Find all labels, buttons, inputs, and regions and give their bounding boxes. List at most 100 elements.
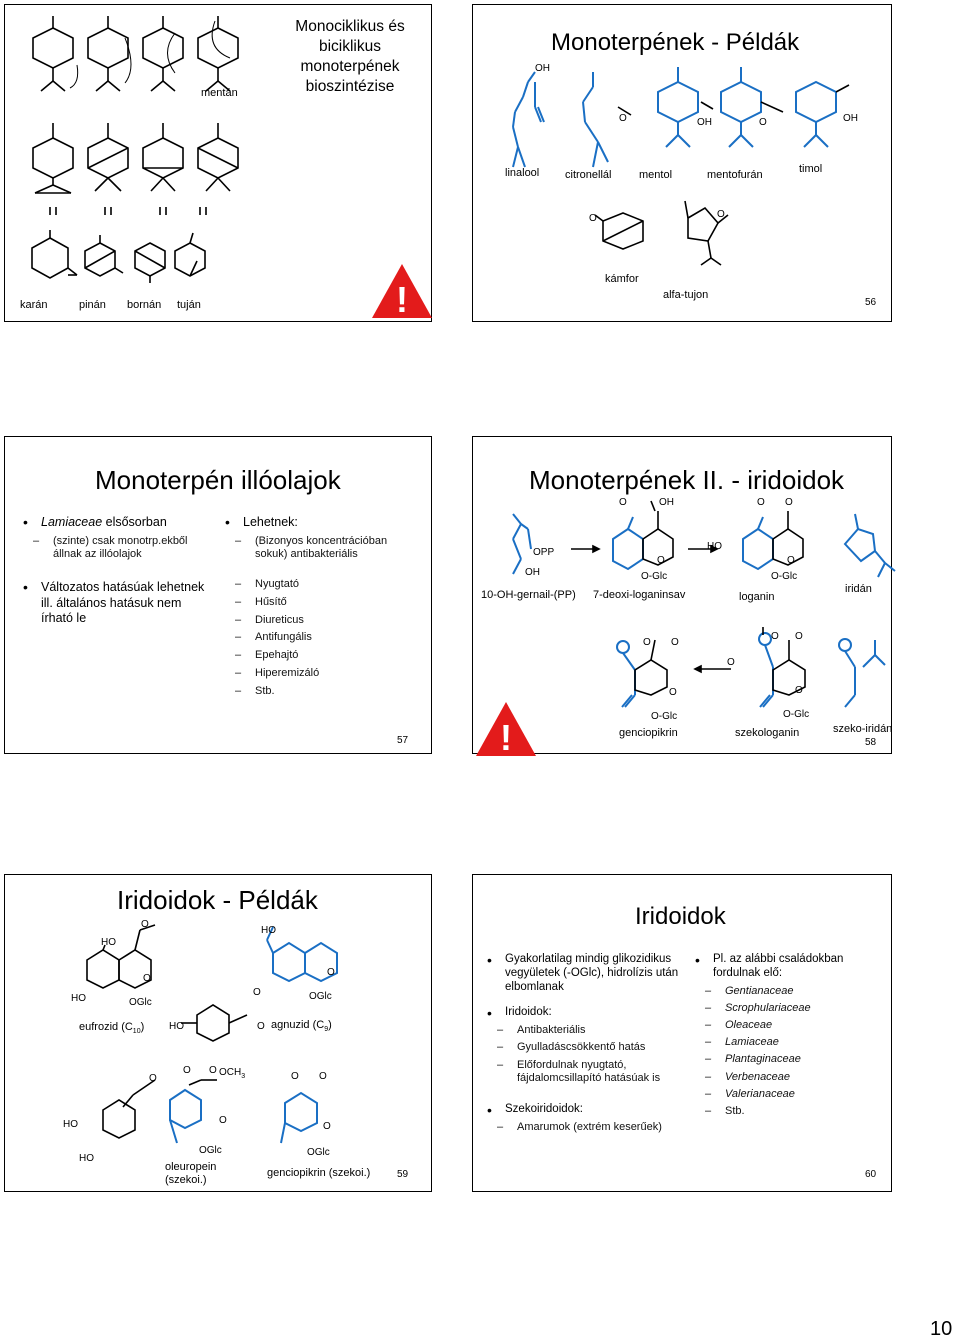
label-mentol: mentol — [639, 169, 673, 181]
atom-o-ring-eufrozid: O — [143, 973, 151, 984]
atom-oglc-genciopikrin: O-Glc — [651, 711, 678, 722]
family-plantaginaceae: Plantaginaceae — [703, 1053, 880, 1066]
biosynthesis-bottom-row — [31, 230, 206, 283]
biosynthesis-top-row — [32, 16, 239, 92]
atom-o-ring-szeko: O — [795, 685, 803, 696]
atom-o2-oleuropein: O — [183, 1065, 191, 1076]
sub-diureticus: Diureticus — [233, 614, 420, 628]
sub-nyugtato: Nyugtató — [233, 578, 420, 592]
sub-hiperemizalo: Hiperemizáló — [233, 667, 420, 681]
family-valerianaceae: Valerianaceae — [703, 1088, 880, 1101]
atom-o1-genciopikrin: O — [643, 637, 651, 648]
family-stb: Stb. — [703, 1105, 880, 1118]
label-gernail: 10-OH-gernail-(PP) — [481, 589, 576, 601]
sub-husito: Hűsítő — [233, 596, 420, 610]
label-eufrozid: eufrozid (C10) — [79, 1021, 145, 1036]
sub-amarumok: Amarumok (extrém keserűek) — [495, 1121, 687, 1134]
sub-epehajto: Epehajtó — [233, 649, 420, 663]
atom-ho-eufrozid-1: HO — [101, 937, 116, 948]
atom-oh-deoxi: OH — [659, 497, 674, 508]
label-bornan: bornán — [127, 299, 162, 311]
example-structures — [512, 67, 850, 168]
document-page-number: 10 — [930, 1318, 953, 1340]
atom-oglc-eufrozid: OGlc — [129, 997, 152, 1008]
label-loganin: loganin — [739, 591, 775, 603]
sub-antifungalis: Antifungális — [233, 631, 420, 645]
atom-o-ring-oleuropein: O — [219, 1115, 227, 1126]
bullet-valtozatos: Változatos hatásúak lehetnek ill. általá… — [23, 579, 208, 627]
label-kamfor: kámfor — [605, 273, 639, 285]
atom-oh-timol: OH — [843, 113, 858, 124]
slide-57-right-list: Lehetnek: (Bizonyos koncentrációban soku… — [225, 514, 420, 702]
page-number-60: 60 — [865, 1169, 877, 1180]
slide-60-left-list: Gyakorlatilag mindig glikozidikus vegyül… — [487, 952, 687, 1138]
slide-56-right-title: Monoterpének - Példák — [551, 29, 800, 56]
atom-oglc-agnuzid: OGlc — [309, 991, 332, 1002]
slide-59: Iridoidok - Példák HO HO O O OGlc eufroz… — [4, 874, 432, 1192]
bullet-gyakorlatilag: Gyakorlatilag mindig glikozidikus vegyül… — [487, 952, 687, 994]
slide-57-title: Monoterpén illóolajok — [95, 465, 341, 495]
page-number-57: 57 — [397, 735, 409, 746]
slide-60-right-list: Pl. az alábbi családokban fordulnak elő:… — [695, 952, 880, 1122]
slide-56-title: Monociklikus és biciklikus monoterpének … — [295, 18, 405, 96]
label-iridan: iridán — [845, 583, 872, 595]
sub-bizonyos: (Bizonyos koncentrációban sokuk) antibak… — [233, 535, 420, 563]
atom-o-mentofuran: O — [759, 117, 767, 128]
label-pinan: pinán — [79, 299, 106, 311]
label-alfatujon: alfa-tujon — [663, 289, 709, 301]
slide-56-left: Monociklikus és biciklikus monoterpének … — [4, 4, 432, 322]
atom-o-ring-loganin: O — [787, 555, 795, 566]
page-number-56: 56 — [865, 297, 877, 308]
iridoid-pathway-top — [512, 500, 896, 578]
atom-oh-gernail: OH — [525, 567, 540, 578]
bullet-lehetnek: Lehetnek: — [225, 514, 420, 531]
kamfor-tujon-structures — [594, 200, 729, 266]
bullet-csaladok: Pl. az alábbi családokban fordulnak elő: — [695, 952, 880, 981]
atom-o-oleuropein: O — [149, 1073, 157, 1084]
slide-60: Iridoidok Gyakorlatilag mindig glikozidi… — [472, 874, 892, 1192]
label-tujan: tuján — [177, 299, 201, 311]
family-oleaceae: Oleaceae — [703, 1019, 880, 1032]
atom-oglc-genciopikrin-59: OGlc — [307, 1147, 330, 1158]
atom-oglc-loganin: O-Glc — [771, 571, 798, 582]
label-deoxi: 7-deoxi-loganinsav — [593, 589, 686, 601]
atom-o-tujon: O — [717, 209, 725, 220]
sub-antibakterialis: Antibakteriális — [495, 1024, 687, 1037]
svg-text:!: ! — [500, 717, 512, 758]
atom-ho-benzoyl: HO — [169, 1021, 184, 1032]
bullet-szekoiridoidok: Szekoiridoidok: — [487, 1102, 687, 1119]
label-mentofuran: mentofurán — [707, 169, 763, 181]
atom-oglc-oleuropein: OGlc — [199, 1145, 222, 1156]
slide-56-right: Monoterpének - Példák OH O OH O OH linal… — [472, 4, 892, 322]
sub-szinte: (szinte) csak monotrp.ekből állnak az il… — [31, 535, 208, 563]
label-genciopikrin-59: genciopikrin (szekoi.) — [267, 1167, 371, 1179]
atom-ho-agnuzid: HO — [261, 925, 276, 936]
slide-60-title: Iridoidok — [635, 903, 726, 930]
atom-o2-loganin: O — [785, 497, 793, 508]
slide-57-left-list: Lamiaceae elsősorban (szinte) csak monot… — [23, 514, 208, 631]
atom-o-kamfor: O — [589, 213, 597, 224]
slide-58-title: Monoterpének II. - iridoidok — [529, 465, 845, 495]
atom-o2-genciopikrin: O — [671, 637, 679, 648]
atom-o-ring-genciopikrin: O — [669, 687, 677, 698]
warning-icon-2: ! — [476, 702, 536, 758]
label-szekoiridan: szeko-iridán — [833, 723, 893, 735]
warning-icon: ! — [372, 264, 432, 320]
atom-o-ester-agnuzid: O — [253, 987, 261, 998]
atom-o-ring-genciopikrin-59: O — [323, 1121, 331, 1132]
slide-59-title: Iridoidok - Példák — [117, 885, 318, 915]
family-lamiaceae: Lamiaceae — [703, 1036, 880, 1049]
atom-o-deoxi: O — [619, 497, 627, 508]
page-number-59: 59 — [397, 1169, 409, 1180]
page-number-58: 58 — [865, 737, 877, 748]
atom-o1-szeko: O — [771, 631, 779, 642]
family-verbenaceae: Verbenaceae — [703, 1071, 880, 1084]
iridoid-example-structures — [86, 924, 338, 1144]
sub-elofordulnak: Előfordulnak nyugtató, fájdalomcsillapít… — [495, 1059, 687, 1085]
atom-oglc-szeko: O-Glc — [783, 709, 810, 720]
atom-ho-eufrozid-2: HO — [71, 993, 86, 1004]
slide-57: Monoterpén illóolajok Lamiaceae elsősorb… — [4, 436, 432, 754]
atom-och3: OCH3 — [219, 1067, 246, 1080]
atom-o3-oleuropein: O — [209, 1065, 217, 1076]
atom-o-ring-agnuzid: O — [327, 967, 335, 978]
